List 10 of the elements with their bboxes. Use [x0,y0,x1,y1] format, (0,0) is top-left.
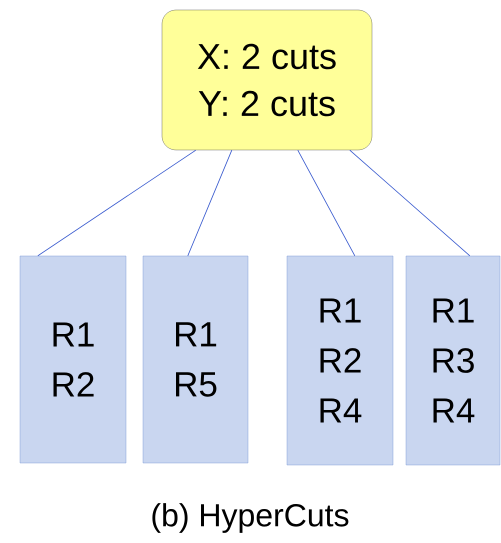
root-box: X: 2 cuts Y: 2 cuts [162,10,372,150]
caption: (b) HyperCuts [152,503,348,533]
leaf-box: R1 R2 [20,256,126,464]
connector-line [349,150,470,256]
connector-line [37,150,196,256]
leaf-box: R1 R2 R4 [286,256,394,466]
leaf-box: R1 R5 [142,256,248,464]
connector-line [187,150,232,256]
leaf-box: R1 R3 R4 [406,256,500,466]
connector-line [297,150,356,256]
